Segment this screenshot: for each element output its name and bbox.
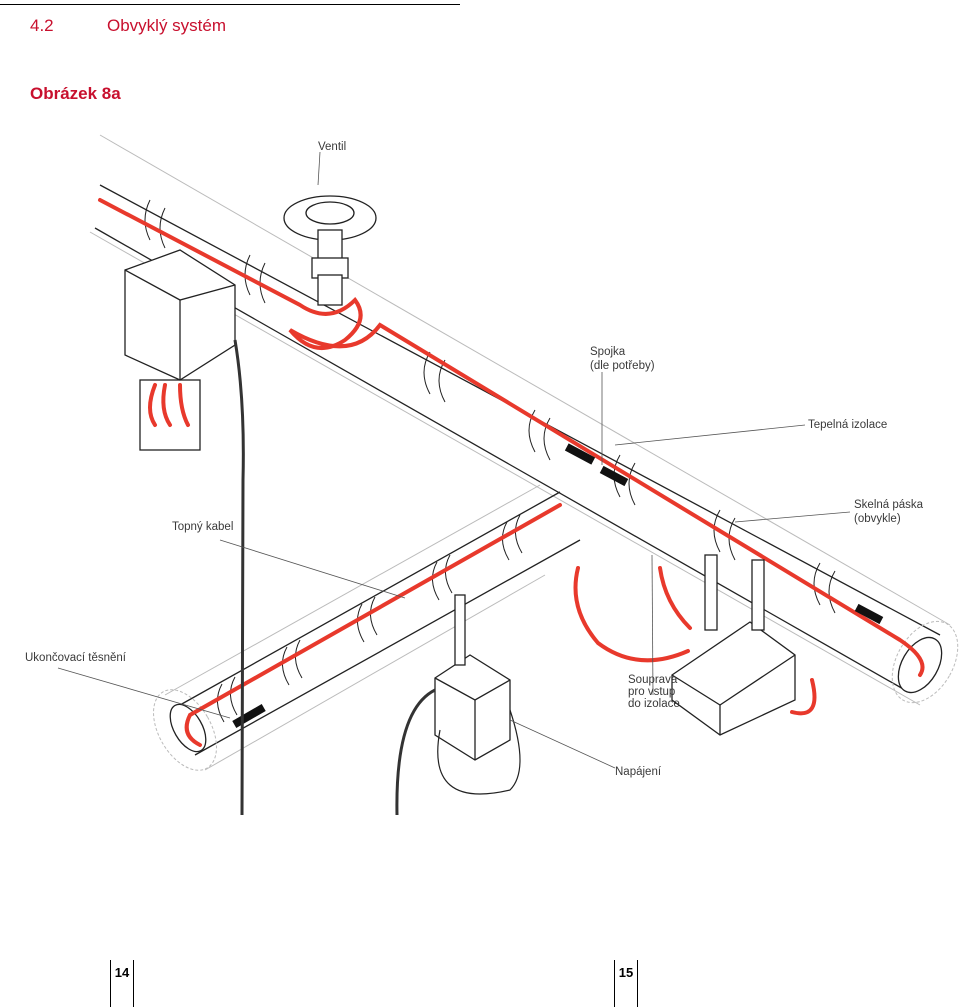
section-title: Obvyklý systém bbox=[107, 16, 227, 35]
branch-insulation bbox=[164, 484, 546, 771]
main-pipe-end bbox=[897, 636, 943, 694]
label-splice-2: (dle potřeby) bbox=[590, 360, 655, 372]
left-junction-box bbox=[124, 249, 236, 451]
label-kit-2: pro vstup bbox=[628, 686, 675, 698]
bottom-junction-box bbox=[434, 594, 511, 761]
valve bbox=[283, 195, 377, 306]
supply-cable-bottom bbox=[395, 688, 436, 816]
glass-tape-bands-main bbox=[144, 199, 836, 614]
branch-insulation-end bbox=[153, 689, 217, 771]
label-tape-1: Skelná páska bbox=[854, 499, 924, 511]
main-insulation-end bbox=[891, 620, 959, 704]
figure-title: Obrázek 8a bbox=[30, 84, 121, 103]
splices bbox=[232, 443, 884, 728]
section-number: 4.2 bbox=[30, 16, 54, 35]
label-cable: Topný kabel bbox=[172, 521, 233, 533]
leader-lines bbox=[57, 151, 851, 769]
glass-tape-bands-branch bbox=[217, 514, 523, 723]
label-end-seal: Ukončovací těsnění bbox=[25, 652, 127, 664]
label-power: Napájení bbox=[615, 766, 662, 778]
supply-loop bbox=[437, 709, 521, 795]
label-insulation: Tepelná izolace bbox=[808, 419, 887, 431]
page-number-right: 15 bbox=[614, 960, 638, 1007]
label-valve: Ventil bbox=[318, 141, 346, 153]
label-splice-1: Spojka bbox=[590, 346, 626, 358]
supply-cable-left bbox=[233, 339, 245, 816]
label-kit-3: do izolace bbox=[628, 698, 680, 710]
label-tape-2: (obvykle) bbox=[854, 513, 901, 525]
heating-cable bbox=[98, 198, 925, 747]
header-rule bbox=[0, 4, 460, 5]
page-number-left: 14 bbox=[110, 960, 134, 1007]
branch-pipe bbox=[179, 491, 581, 756]
label-kit-1: Souprava bbox=[628, 674, 678, 686]
right-junction-box bbox=[671, 554, 796, 736]
main-pipe bbox=[94, 184, 941, 691]
